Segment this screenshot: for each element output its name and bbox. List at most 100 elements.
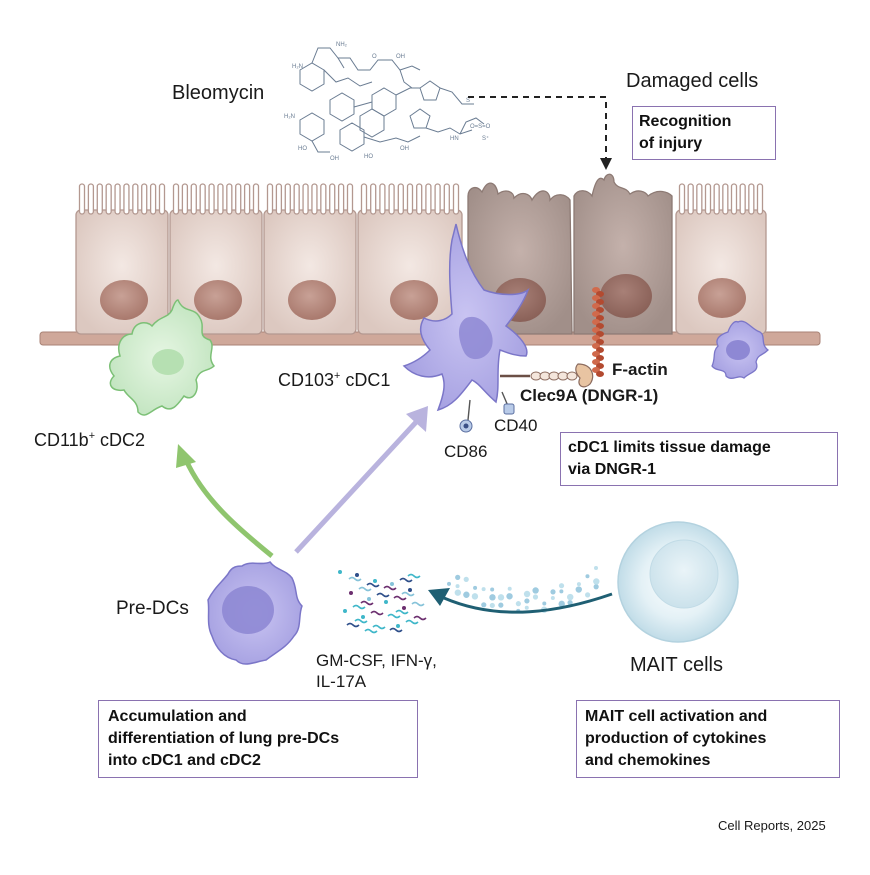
cytokine-squiggle bbox=[358, 586, 372, 592]
svg-text:HN: HN bbox=[450, 136, 459, 142]
cd103-sup: + bbox=[334, 370, 341, 382]
cilium bbox=[199, 183, 206, 215]
cilium bbox=[739, 183, 746, 215]
cd103-cdc1-label: CD103+ cDC1 bbox=[278, 370, 390, 391]
cytokine-squiggle bbox=[413, 615, 427, 621]
mait-activation-line-1: MAIT cell activation and bbox=[585, 708, 768, 725]
cilium bbox=[266, 183, 274, 215]
mait-cell bbox=[617, 521, 739, 643]
cilium bbox=[226, 183, 233, 215]
cytokine-squiggle bbox=[389, 627, 403, 633]
accumulation-line-2: differentiation of lung pre-DCs bbox=[108, 730, 340, 747]
cytokine-dot bbox=[384, 600, 388, 604]
cd11b-cdc2-cell bbox=[109, 299, 216, 416]
mait-activation-box: MAIT cell activation and production of c… bbox=[576, 700, 840, 778]
cilium bbox=[158, 183, 166, 215]
cdc1-limits-box: cDC1 limits tissue damage via DNGR-1 bbox=[560, 432, 838, 486]
stream-particle bbox=[473, 585, 478, 590]
svg-text:HO: HO bbox=[298, 146, 307, 152]
cytokine-squiggle bbox=[401, 591, 415, 597]
cilium bbox=[311, 183, 318, 215]
cilium bbox=[748, 183, 755, 215]
cytokine-dot bbox=[343, 609, 347, 613]
cytokine-squiggle bbox=[346, 622, 360, 628]
stream-particle bbox=[585, 592, 591, 598]
cytokine-squiggle bbox=[354, 618, 368, 624]
cd40-label: CD40 bbox=[494, 416, 538, 435]
stream-particle bbox=[455, 574, 461, 580]
cilium bbox=[149, 183, 157, 215]
stream-particle bbox=[489, 602, 495, 609]
clec9a-label: Clec9A (DNGR-1) bbox=[520, 386, 659, 405]
stream-particle bbox=[523, 590, 531, 598]
cilium bbox=[406, 183, 414, 215]
svg-text:S⁺: S⁺ bbox=[482, 135, 489, 142]
cytokine-dot bbox=[361, 615, 365, 619]
cilium bbox=[275, 183, 283, 215]
cilium bbox=[678, 183, 686, 215]
cytokine-dot bbox=[390, 582, 394, 586]
cilium bbox=[114, 183, 121, 215]
recognition-box: Recognition of injury bbox=[632, 106, 776, 160]
stream-particle bbox=[558, 600, 565, 608]
citation: Cell Reports, 2025 bbox=[718, 818, 826, 833]
cytokines-cloud bbox=[338, 570, 427, 634]
clec9a-receptor bbox=[500, 363, 594, 388]
cilium bbox=[370, 183, 377, 215]
stream-particle bbox=[463, 576, 469, 582]
cilium bbox=[105, 183, 112, 215]
stream-particle bbox=[594, 566, 598, 570]
stream-particle bbox=[481, 587, 486, 592]
svg-text:OH: OH bbox=[396, 54, 405, 60]
bleomycin-label: Bleomycin bbox=[172, 82, 265, 104]
cilium bbox=[78, 183, 86, 215]
cytokine-dot bbox=[338, 570, 342, 574]
stream-particle bbox=[593, 584, 599, 590]
cilium bbox=[730, 183, 738, 215]
cd103-cdc1-cell bbox=[402, 223, 530, 433]
stream-particle bbox=[593, 578, 600, 585]
cilium bbox=[132, 183, 139, 215]
stream-particle bbox=[567, 600, 573, 606]
stream-particle bbox=[454, 589, 462, 596]
stream-particle bbox=[559, 589, 564, 594]
cilium bbox=[346, 183, 354, 215]
injury-recognition-arrow bbox=[468, 96, 612, 170]
cilium bbox=[379, 183, 386, 215]
cilium bbox=[141, 183, 148, 215]
accumulation-box: Accumulation and differentiation of lung… bbox=[98, 700, 418, 778]
cilium bbox=[302, 183, 309, 215]
cdc1-limits-line-2: via DNGR-1 bbox=[568, 461, 657, 478]
cilium bbox=[397, 183, 404, 215]
cilium bbox=[243, 183, 251, 215]
cilium bbox=[172, 183, 180, 215]
stream-particle bbox=[524, 598, 530, 604]
cd11b-sup: + bbox=[88, 430, 96, 442]
cilium bbox=[320, 183, 327, 215]
damaged-cells-label: Damaged cells bbox=[626, 70, 759, 92]
cytokine-squiggle bbox=[370, 610, 384, 616]
cd11b-prefix: CD11b bbox=[34, 430, 89, 450]
cilium bbox=[360, 183, 368, 215]
cilium bbox=[181, 183, 189, 215]
cytokine-squiggle bbox=[372, 624, 386, 630]
cytokine-squiggle bbox=[399, 577, 413, 583]
svg-text:H₂N: H₂N bbox=[284, 114, 295, 120]
svg-text:OH: OH bbox=[330, 156, 339, 162]
stream-particle bbox=[550, 595, 555, 600]
cilium bbox=[284, 183, 291, 215]
cytokine-dot bbox=[367, 597, 371, 601]
cytokine-squiggle bbox=[387, 613, 401, 619]
cytokine-squiggle bbox=[395, 609, 409, 615]
cilium bbox=[329, 183, 336, 215]
stream-particle bbox=[558, 583, 565, 589]
stream-particle bbox=[575, 586, 582, 593]
bleomycin-structure bbox=[299, 47, 485, 153]
cytokines-label: GM-CSF, IFN-γ, IL-17A bbox=[316, 650, 437, 692]
stream-particle bbox=[585, 574, 590, 579]
stream-particle bbox=[489, 594, 496, 601]
cytokine-squiggle bbox=[411, 601, 425, 607]
mait-activation-line-3: and chemokines bbox=[585, 752, 711, 769]
svg-text:OH: OH bbox=[400, 146, 409, 152]
